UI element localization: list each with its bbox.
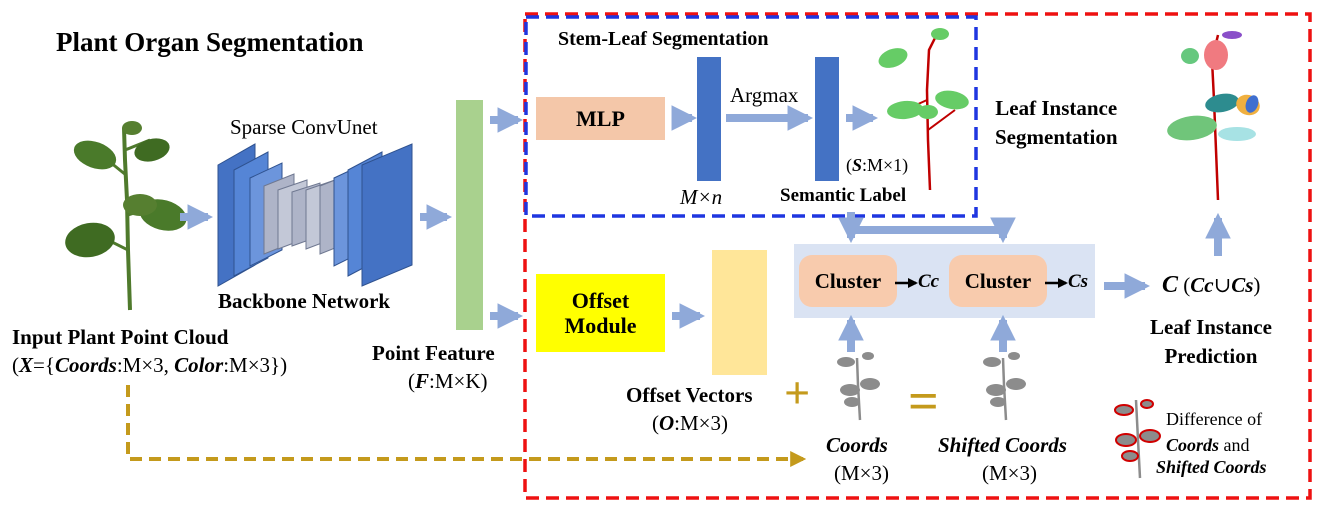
mlp-label: MLP <box>576 105 625 131</box>
mxn-label: M×n <box>680 185 723 209</box>
coords-plant-icon <box>837 352 880 421</box>
input-plant-icon <box>65 121 187 311</box>
shifted-coords-label: Shifted Coords <box>938 433 1067 457</box>
offset-vectors-label: Offset Vectors <box>626 383 753 407</box>
semantic-label: Semantic Label <box>780 185 907 206</box>
equals-sign: = <box>908 371 939 431</box>
point-feature-formula: (F:M×K) <box>408 369 488 393</box>
cs-label: Cs <box>1068 271 1089 292</box>
s-formula: (S:M×1) <box>846 155 909 175</box>
cc-label: Cc <box>918 271 940 292</box>
cluster-label-2: Cluster <box>964 268 1032 293</box>
page-title: Plant Organ Segmentation <box>56 27 364 57</box>
shifted-coords-dim: (M×3) <box>982 461 1038 485</box>
cluster-box-1 <box>799 255 897 307</box>
instance-region-border <box>523 12 1312 500</box>
o-formula: (O:M×3) <box>652 411 729 435</box>
plus-sign: + <box>784 367 811 418</box>
input-label: Input Plant Point Cloud <box>12 325 229 349</box>
offset-vectors-bar <box>712 250 767 375</box>
argmax-label: Argmax <box>730 83 799 107</box>
backbone-network-graphic <box>217 143 413 287</box>
coords-label: Coords <box>826 433 888 457</box>
difference-plant-icon <box>1114 399 1161 479</box>
point-feature-bar <box>456 100 483 330</box>
semantic-label-bar <box>815 57 839 181</box>
offset-module-box <box>536 274 665 352</box>
coords-dim: (M×3) <box>834 461 890 485</box>
mlp-box <box>536 97 665 140</box>
shifted-plant-icon <box>983 352 1026 421</box>
mxn-bar <box>697 57 721 181</box>
gold-dashed-arrow <box>126 385 807 467</box>
input-formula: (X={Coords:M×3, Color:M×3}) <box>12 353 288 377</box>
stem-leaf-plant-icon <box>878 28 969 191</box>
stem-leaf-region-border <box>524 15 978 218</box>
difference-legend: Difference of Coords and <box>1166 409 1263 456</box>
stem-leaf-title: Stem-Leaf Segmentation <box>558 28 769 50</box>
backbone-bottom-label: Backbone Network <box>218 289 391 313</box>
cluster-label-1: Cluster <box>814 268 882 293</box>
cluster-box-2 <box>949 255 1047 307</box>
difference-legend-line3: Shifted Coords <box>1156 457 1267 477</box>
point-feature-label: Point Feature <box>372 341 495 365</box>
c-formula: C (Cc∪Cs) <box>1162 272 1261 298</box>
arrow-semantic-to-cluster2 <box>851 217 1016 244</box>
backbone-top-label: Sparse ConvUnet <box>230 115 378 139</box>
instance-plant-icon <box>1167 31 1260 201</box>
